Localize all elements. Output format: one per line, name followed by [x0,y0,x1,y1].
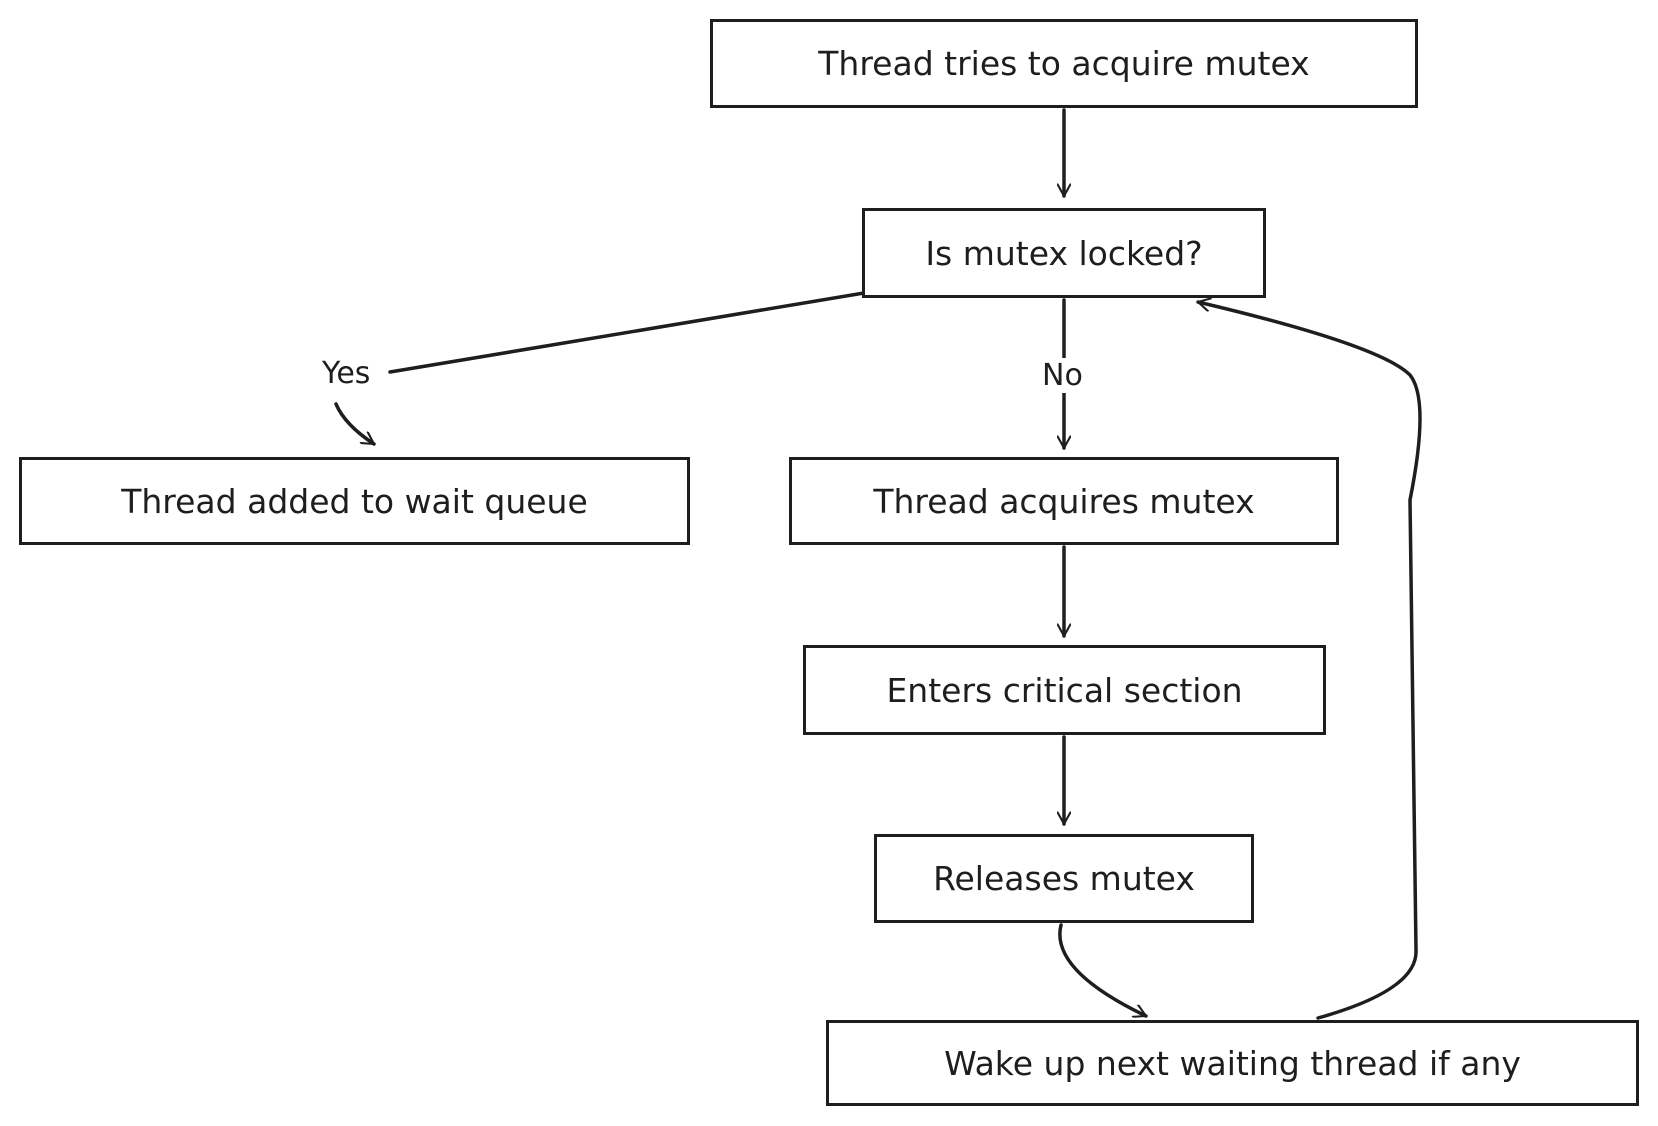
node-critical-section-label: Enters critical section [886,670,1243,710]
node-acquire-label: Thread acquires mutex [873,481,1255,521]
node-wake: Wake up next waiting thread if any [826,1020,1639,1106]
edge-label-yes: Yes [320,356,373,391]
node-critical-section: Enters critical section [803,645,1326,735]
node-decision-label: Is mutex locked? [925,233,1203,273]
node-wake-label: Wake up next waiting thread if any [944,1043,1521,1083]
node-release: Releases mutex [874,834,1254,923]
node-release-label: Releases mutex [933,859,1195,898]
node-decision: Is mutex locked? [862,208,1266,298]
arrow-wake-to-decision-loop [1198,302,1422,1020]
node-start-label: Thread tries to acquire mutex [818,44,1310,83]
edge-label-no: No [1040,358,1085,393]
node-wait-queue-label: Thread added to wait queue [121,481,588,521]
node-start: Thread tries to acquire mutex [710,19,1418,108]
node-wait-queue: Thread added to wait queue [19,457,690,545]
node-acquire: Thread acquires mutex [789,457,1339,545]
arrow-release-to-wake [1058,923,1146,1016]
arrow-decision-to-wait-yes [334,288,884,444]
